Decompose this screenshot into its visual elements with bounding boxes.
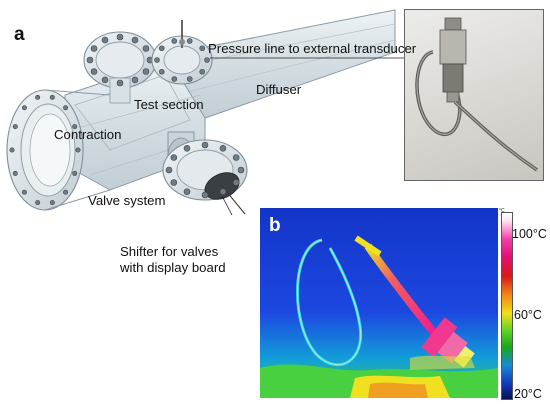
flange-bolt (199, 45, 206, 52)
flange-bolt (75, 147, 81, 153)
flange-bolt (201, 141, 209, 149)
flange-bolt (12, 170, 18, 176)
flange-bolt (9, 147, 15, 153)
thermal-scene (260, 208, 498, 398)
flange-bolt (170, 179, 178, 186)
flange-bolt (12, 124, 18, 130)
transducer-device (415, 17, 538, 172)
thermal-scale-bar (501, 212, 513, 400)
panel-letter-a: a (14, 24, 25, 45)
flange-bolt (171, 38, 178, 44)
top-flange-left (83, 31, 157, 104)
flange-bolt (101, 36, 109, 44)
flange-bolt (154, 57, 160, 63)
flange-bolt (21, 105, 27, 111)
flange-bolt (131, 76, 139, 84)
flange-bolt (158, 45, 165, 52)
flange-bolt (116, 33, 124, 41)
flange-bolt (90, 68, 98, 75)
flange-bolt (158, 68, 165, 75)
flange-bolt (90, 45, 98, 52)
flange-bolt (219, 145, 227, 152)
shifter-leader-line (221, 195, 233, 216)
flange-bolt (165, 166, 173, 174)
label-test-section: Test section (134, 97, 204, 112)
scale-label-100: 100°C (512, 227, 547, 241)
transducer-photo (404, 9, 544, 181)
flange-bolt (72, 170, 78, 176)
flange-bolt (171, 76, 178, 82)
top-flange-right (151, 20, 213, 85)
contraction-flange (6, 89, 111, 211)
label-contraction: Contraction (54, 127, 122, 142)
flange-bolt (199, 68, 206, 75)
label-diffuser: Diffuser (256, 82, 302, 97)
label-shifter-line1: Shifter for valves (120, 244, 219, 259)
scale-unit-tick: °C (499, 208, 505, 214)
flange-bolt (63, 189, 69, 195)
flange-bolt (72, 124, 78, 130)
thermal-image (260, 208, 498, 398)
flange-bolt (35, 94, 41, 100)
flange-bolt (186, 38, 193, 44)
flange-bolt (86, 56, 94, 64)
scale-label-60: 60°C (514, 308, 542, 322)
flange-bolt (101, 76, 109, 84)
label-shifter-line2: with display board (120, 260, 226, 275)
flange-bolt (186, 76, 193, 82)
flange-bolt (63, 105, 69, 111)
contraction-bolt-ring (9, 94, 81, 206)
flange-bolt (204, 57, 210, 63)
flange-bolt (142, 68, 150, 75)
flange-bolt (49, 94, 55, 100)
valve-system-assembly (162, 131, 248, 215)
flange-bolt (219, 188, 227, 195)
flange-bolt (35, 200, 41, 206)
flange-bolt (170, 154, 178, 161)
flange-bolt (116, 79, 124, 87)
scale-label-20: 20°C (514, 387, 542, 401)
label-pressure-line: Pressure line to external transducer (208, 41, 417, 56)
valve-flange-bolts (165, 141, 245, 199)
flange-bolt (183, 188, 191, 195)
flange-bolt (232, 179, 240, 186)
flange-bolt (183, 145, 191, 152)
flange-bolt (131, 36, 139, 44)
flange-bolt (201, 191, 209, 199)
label-valve-system: Valve system (88, 193, 166, 208)
flange-bolt (142, 45, 150, 52)
flange-bolt (237, 166, 245, 174)
flange-bolt (232, 154, 240, 161)
panel-letter-b: b (269, 215, 281, 236)
flange-bolt (49, 200, 55, 206)
flange-bolt (21, 189, 27, 195)
top-flange-right-bolts (154, 38, 210, 82)
